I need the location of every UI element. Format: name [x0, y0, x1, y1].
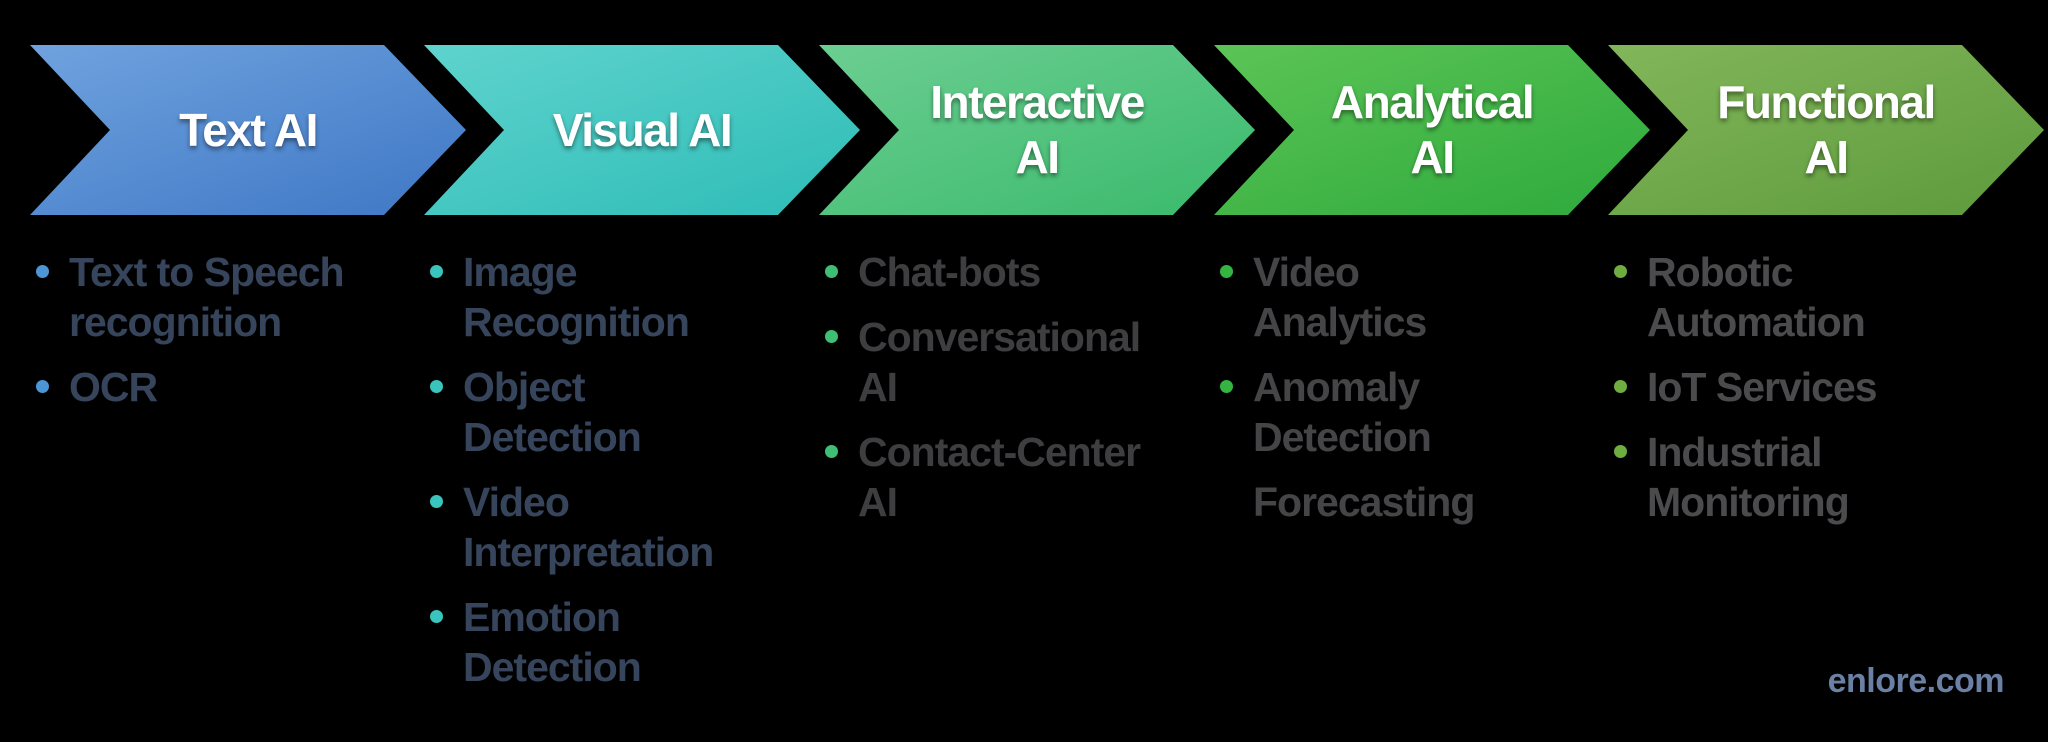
bullet-icon — [430, 380, 443, 393]
list-item-line: IoT Services — [1647, 364, 1878, 410]
list-item-text: Chat-bots — [858, 247, 1041, 297]
bullet-icon — [1220, 265, 1233, 278]
bullet-icon — [1614, 445, 1627, 458]
list-item-line: Chat-bots — [858, 249, 1041, 295]
bullet-icon — [430, 495, 443, 508]
bullet-icon — [1614, 265, 1627, 278]
list-item-line: OCR — [69, 364, 158, 410]
bullet-icon — [36, 380, 49, 393]
list-item-line: Interpretation — [463, 529, 714, 575]
chevron-title: Text AI — [179, 103, 318, 158]
list-item-line: Recognition — [463, 299, 690, 345]
list-item-line: Conversational — [858, 314, 1141, 360]
list-item: Forecasting — [1214, 477, 1608, 527]
bullet-icon — [1220, 380, 1233, 393]
list-item: Chat-bots — [819, 247, 1213, 297]
list-item: OCR — [30, 362, 424, 412]
chevron-title-line: AI — [1804, 131, 1848, 183]
bullet-icon — [1614, 380, 1627, 393]
watermark: enlore.com — [1827, 662, 2005, 700]
list-item-line: Forecasting — [1253, 479, 1475, 525]
list-item-line: AI — [858, 479, 898, 525]
chevron-text-ai: Text AI — [30, 45, 466, 215]
chevron-title-line: AI — [1410, 131, 1456, 183]
list-item-line: Analytics — [1253, 299, 1427, 345]
chevron-title-line: Visual AI — [552, 103, 733, 156]
chevron-title: Visual AI — [552, 103, 733, 158]
chevron-title-line: Interactive — [930, 76, 1145, 128]
bullet-icon — [36, 265, 49, 278]
list-item-text: OCR — [69, 362, 158, 412]
list-item-line: Robotic — [1647, 249, 1794, 295]
list-item-text: IoT Services — [1647, 362, 1878, 412]
list-item-line: Detection — [463, 414, 642, 460]
list-item-line: Industrial — [1647, 429, 1823, 475]
chevron-title-line: Text AI — [179, 103, 318, 156]
bullet-icon — [430, 265, 443, 278]
list-item-text: Forecasting — [1253, 477, 1475, 527]
bullet-icon — [825, 265, 838, 278]
chevron-visual-ai: Visual AI — [424, 45, 860, 215]
chevron-title-line: Functional — [1717, 76, 1936, 128]
list-item-line: Detection — [463, 644, 642, 690]
list-item: IoT Services — [1608, 362, 2002, 412]
bullet-icon — [430, 610, 443, 623]
chevron-title-line: Analytical — [1330, 76, 1535, 128]
list-item-line: recognition — [69, 299, 282, 345]
list-item-line: Video — [1253, 249, 1360, 295]
list-item-line: Contact-Center — [858, 429, 1141, 475]
bullet-icon — [825, 445, 838, 458]
list-item-line: Monitoring — [1647, 479, 1850, 525]
list-item-line: Anomaly — [1253, 364, 1420, 410]
list-item-line: Image — [463, 249, 577, 295]
bullet-icon — [825, 330, 838, 343]
chevron-title-line: AI — [1015, 131, 1060, 183]
list-item-line: Text to Speech — [69, 249, 345, 295]
list-item-line: AI — [858, 364, 898, 410]
list-item-line: Emotion — [463, 594, 621, 640]
list-item-line: Automation — [1647, 299, 1866, 345]
list-item-line: Object — [463, 364, 586, 410]
list-item-line: Video — [463, 479, 570, 525]
list-item-line: Detection — [1253, 414, 1432, 460]
